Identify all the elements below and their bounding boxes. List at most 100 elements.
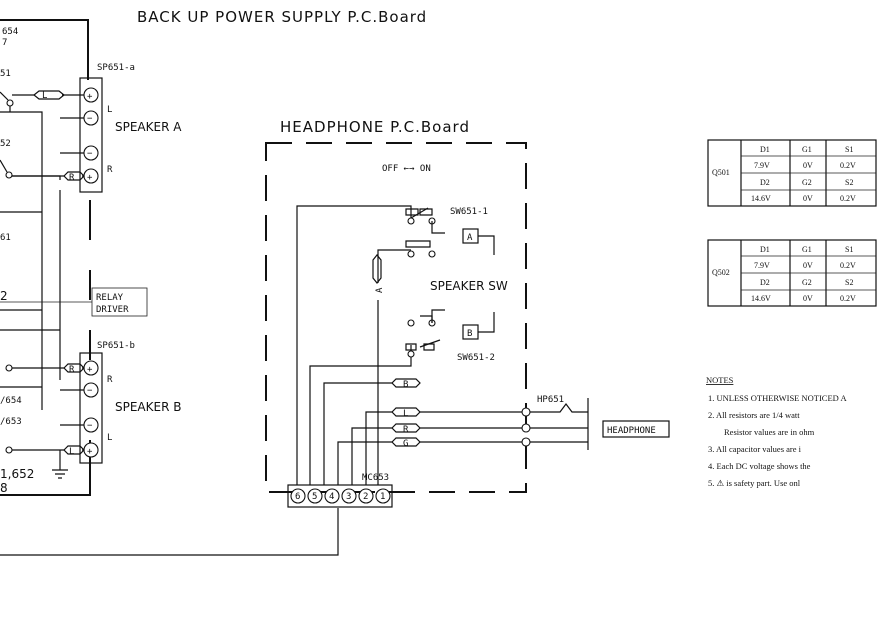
tag-b: B [403,380,408,390]
mc653-pin-5: 5 [312,492,317,502]
relay-driver-line1: RELAY [96,293,124,303]
mc653-pin-2: 2 [363,492,368,502]
relay-driver-block: RELAY DRIVER [0,287,148,317]
jack-terminal [521,423,531,433]
svg-text:−: − [87,149,93,159]
headphone-box [602,420,670,438]
switch-contact [407,319,415,327]
voltage-table-q502: Q502 D1 G1 S1 7.9V 0V 0.2V D2 G2 S2 14.6… [707,239,877,307]
switch-contact [407,350,415,358]
note-item-4: 4. Each DC voltage shows the [708,461,811,471]
box-a-label: A [467,233,473,243]
svg-text:+: + [87,92,93,102]
notes-heading: NOTES [706,375,734,385]
note-item-2b: Resistor values are in ohm [724,427,815,437]
left-label-2: 2 [0,289,8,303]
tag-r: R [403,425,409,435]
off-on-label: OFF ←→ ON [382,164,431,174]
q501-label: Q501 [712,168,730,177]
speaker-a-tag-l: L [42,91,47,101]
left-label-52: 52 [0,139,11,149]
svg-text:−: − [87,114,93,124]
svg-text:+: + [87,447,93,457]
note-item-2: 2. All resistors are 1/4 watt [708,410,800,420]
headphone-box-label: HEADPHONE [607,426,656,436]
mc653-pin-6: 6 [295,492,300,502]
speaker-a-connector: SP651-a + − − + L R L SPEAKER A R [12,63,182,193]
relay-contact [5,364,13,372]
q502-cell: 0.2V [840,294,856,303]
box-b-label: B [467,329,472,339]
backup-board-partial: 654 7 51 52 61 2 /654 /653 1,652 8 [0,19,91,496]
switch-contact [407,217,415,225]
mc653-connector [287,484,393,508]
q502-label: Q502 [712,268,730,277]
speaker-b-connector-label: SP651-b [97,341,135,351]
voltage-table-q501: Q501 D1 G1 S1 7.9V 0V 0.2V D2 G2 S2 14.6… [707,139,877,207]
q502-cell: 0V [803,261,813,270]
q501-cell: 7.9V [754,161,770,170]
q501-cell: S2 [845,178,853,187]
note-item-5: 5. ⚠ is safety part. Use onl [708,478,801,488]
speaker-b-channel-l: L [107,433,112,443]
left-label-1652: 1,652 [0,467,34,481]
headphone-board: OFF ←→ ON SW651-1 A SPEAKER SW SW651-2 B… [265,142,670,508]
speaker-a-tag-r: R [69,173,75,183]
svg-text:+: + [87,173,93,183]
q501-cell: 0.2V [840,194,856,203]
speaker-b-connector: SP651-b + − − + R L R SPEAKER B L [60,341,181,464]
svg-text:−: − [87,421,93,431]
tag-l: L [403,409,408,419]
left-label-654b: /654 [0,396,22,406]
sw651-2-label: SW651-2 [457,353,495,363]
speaker-sw-label: SPEAKER SW [430,279,508,293]
q501-header-s1: S1 [845,145,853,154]
speaker-a-channel-r: R [107,165,113,175]
hp651-label: HP651 [537,395,564,405]
jack-terminal [521,407,531,417]
tag-g: G [403,439,408,449]
svg-text:−: − [87,386,93,396]
q501-cell: D2 [760,178,770,187]
notes-section: NOTES 1. UNLESS OTHERWISE NOTICED A 2. A… [706,375,847,488]
relay-contact [6,99,14,107]
q502-cell: 0.2V [840,261,856,270]
q502-cell: S2 [845,278,853,287]
note-item-3: 3. All capacitor values are i [708,444,802,454]
sw651-1-label: SW651-1 [450,207,488,217]
mc653-pin-4: 4 [329,492,334,502]
relay-contact [5,446,13,454]
q501-cell: 0V [803,161,813,170]
interboard-cable [0,508,339,556]
left-label-7: 7 [2,38,7,48]
q502-header-s1: S1 [845,245,853,254]
q501-cell: 0V [803,194,813,203]
q501-header-g1: G1 [802,145,812,154]
q501-cell: 14.6V [751,194,771,203]
left-label-51: 51 [0,69,11,79]
svg-text:+: + [87,365,93,375]
q501-cell: G2 [802,178,812,187]
q502-cell: 7.9V [754,261,770,270]
speaker-b-tag-r: R [69,365,75,375]
speaker-b-channel-r: R [107,375,113,385]
speaker-b-tag-l: L [69,447,74,457]
switch-contact [428,250,436,258]
speaker-a-channel-l: L [107,105,112,115]
q502-header-d1: D1 [760,245,770,254]
q501-header-d1: D1 [760,145,770,154]
speaker-a-label: SPEAKER A [115,120,182,134]
mc653-pins: 6 5 4 3 2 1 [290,488,391,504]
left-label-653: /653 [0,417,22,427]
speaker-b-label: SPEAKER B [115,400,181,414]
left-label-8: 8 [0,481,8,495]
q502-cell: 14.6V [751,294,771,303]
backup-board-title: BACK UP POWER SUPPLY P.C.Board [137,8,427,26]
q501-cell: 0.2V [840,161,856,170]
ground-symbol [52,450,68,479]
q502-cell: 0V [803,294,813,303]
mc653-label: MC653 [362,473,389,483]
headphone-board-title: HEADPHONE P.C.Board [280,118,470,136]
left-label-654: 654 [2,27,18,37]
